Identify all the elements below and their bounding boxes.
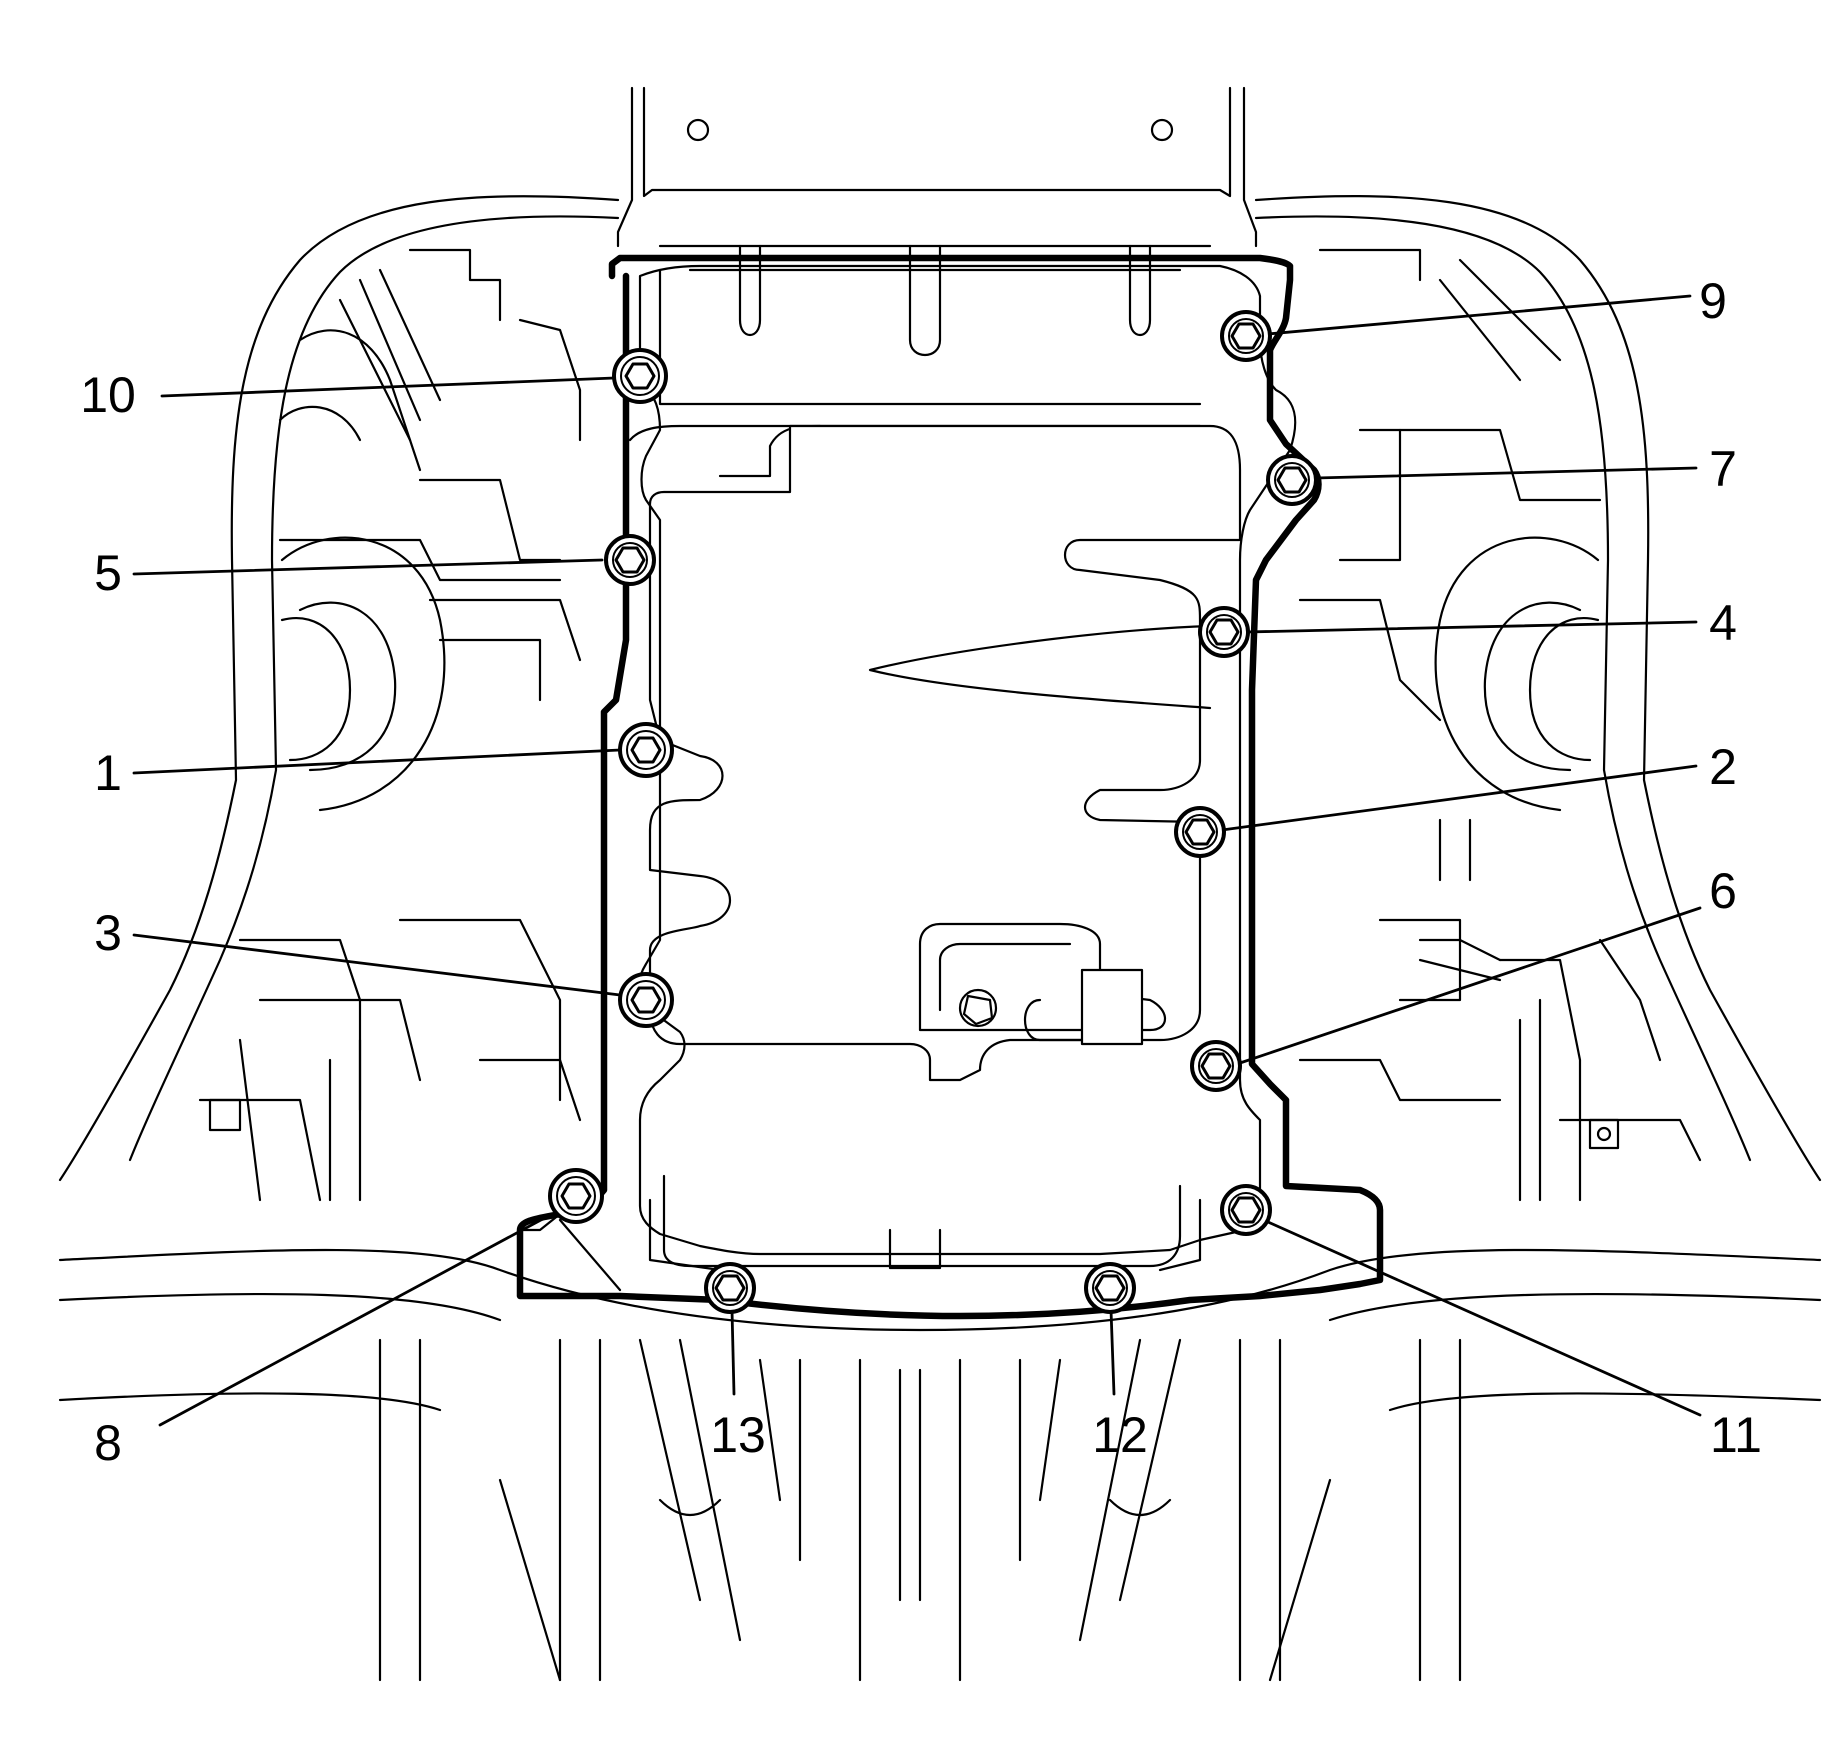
leader-3 [132, 933, 622, 997]
callout-8: 8 [94, 1415, 122, 1471]
leader-10 [160, 376, 616, 398]
callout-11: 11 [1710, 1407, 1762, 1463]
callout-2: 2 [1709, 739, 1737, 795]
bolt-6: 6 [1190, 863, 1737, 1092]
callout-7: 7 [1709, 441, 1737, 497]
leader-5 [132, 558, 604, 576]
bolt-9: 9 [1220, 273, 1727, 362]
callout-12: 12 [1092, 1407, 1148, 1463]
leader-4 [1244, 620, 1698, 634]
bolt-5: 5 [94, 534, 656, 601]
callout-13: 13 [710, 1407, 766, 1463]
leader-9 [1266, 294, 1692, 336]
leader-7 [1314, 466, 1698, 480]
leader-11 [1266, 1220, 1702, 1417]
callout-5: 5 [94, 545, 122, 601]
bolt-13: 13 [704, 1262, 766, 1463]
leader-13 [730, 1308, 736, 1396]
bolt-10: 10 [80, 348, 668, 423]
bolt-12: 12 [1084, 1262, 1148, 1463]
callout-10: 10 [80, 367, 136, 423]
callout-3: 3 [94, 905, 122, 961]
callout-4: 4 [1709, 595, 1737, 651]
background-structure [58, 86, 1822, 1682]
oil-pan [628, 244, 1242, 1272]
bolt-8: 8 [94, 1168, 604, 1471]
callout-6: 6 [1709, 863, 1737, 919]
leader-6 [1238, 906, 1702, 1065]
bolt-2: 2 [1174, 739, 1737, 858]
bolt-4: 4 [1198, 595, 1737, 658]
leader-12 [1109, 1308, 1116, 1396]
leader-8 [158, 1212, 554, 1427]
bolt-3: 3 [94, 905, 674, 1028]
bolt-11: 11 [1220, 1184, 1762, 1463]
leader-2 [1220, 764, 1698, 832]
callout-9: 9 [1699, 273, 1727, 329]
bolt-7: 7 [1266, 441, 1737, 506]
leader-1 [132, 748, 622, 775]
callout-1: 1 [94, 745, 122, 801]
bolt-1: 1 [94, 722, 674, 801]
